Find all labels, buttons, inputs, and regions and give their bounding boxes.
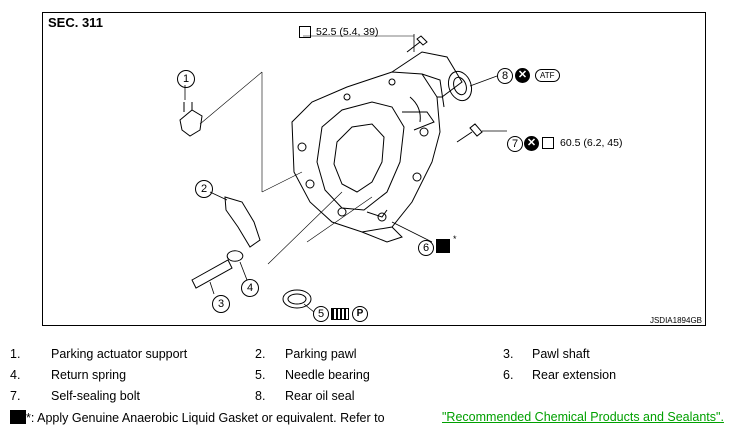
torque-wrench-icon (299, 26, 311, 38)
legend-num-8: 8. (255, 389, 266, 403)
needle-bearing-drawing (282, 289, 312, 309)
torque-wrench-icon (542, 137, 554, 149)
legend-num-2: 2. (255, 347, 266, 361)
replace-x-icon: ✕ (515, 68, 530, 83)
callout-8: 8 (497, 68, 513, 84)
callout-7: 7 (507, 136, 523, 152)
legend-name-3: Pawl shaft (532, 347, 590, 361)
callout-3: 3 (212, 295, 230, 313)
chemical-products-link-text[interactable]: "Recommended Chemical Products and Seala… (442, 410, 721, 424)
replace-x-icon: ✕ (524, 136, 539, 151)
legend-num-6: 6. (503, 368, 514, 382)
lube-icon (331, 308, 349, 320)
pawl-shaft-drawing (191, 259, 233, 289)
diagram-frame (42, 12, 706, 326)
rear-extension-drawing (291, 71, 441, 233)
parking-pawl-drawing (224, 196, 261, 248)
atf-badge: ATF (535, 69, 560, 82)
torque-side-value: 60.5 (6.2, 45) (560, 137, 623, 149)
legend-name-1: Parking actuator support (51, 347, 188, 361)
exploded-diagram (179, 34, 507, 313)
legend-num-3: 3. (503, 347, 514, 361)
note-text: *: Apply Genuine Anaerobic Liquid Gasket… (26, 411, 385, 425)
legend-num-5: 5. (255, 368, 266, 382)
diagram-code: JSDIA1894GB (649, 316, 702, 325)
rear-oil-seal-drawing (447, 70, 473, 102)
gasket-icon (10, 410, 26, 424)
legend-num-1: 1. (10, 347, 21, 361)
callout-2: 2 (195, 180, 213, 198)
callout-6: 6 (418, 240, 434, 256)
legend-name-4: Return spring (51, 368, 127, 382)
legend-name-2: Parking pawl (285, 347, 357, 361)
legend-name-8: Rear oil seal (285, 389, 355, 403)
callout-5: 5 (313, 306, 329, 322)
legend-name-7: Self-sealing bolt (51, 389, 140, 403)
side-bolt-drawing (456, 123, 483, 143)
chemical-products-link[interactable]: "Recommended Chemical Products and Seala… (442, 410, 724, 424)
gasket-icon (436, 239, 450, 253)
top-bolt-drawing (406, 35, 428, 53)
gasket-note: *: Apply Genuine Anaerobic Liquid Gasket… (10, 410, 385, 425)
return-spring-drawing (226, 250, 244, 262)
legend-num-4: 4. (10, 368, 21, 382)
callout-1: 1 (177, 70, 195, 88)
gasket-asterisk: * (453, 234, 457, 244)
parking-actuator-support-drawing (179, 109, 203, 137)
callout-4: 4 (241, 279, 259, 297)
petroleum-jelly-badge: P (352, 306, 368, 322)
link-period: . (720, 410, 724, 424)
legend-num-7: 7. (10, 389, 21, 403)
legend-name-5: Needle bearing (285, 368, 370, 382)
torque-top-value: 52.5 (5.4, 39) (316, 26, 379, 38)
legend-name-6: Rear extension (532, 368, 617, 382)
section-label: SEC. 311 (48, 15, 103, 30)
